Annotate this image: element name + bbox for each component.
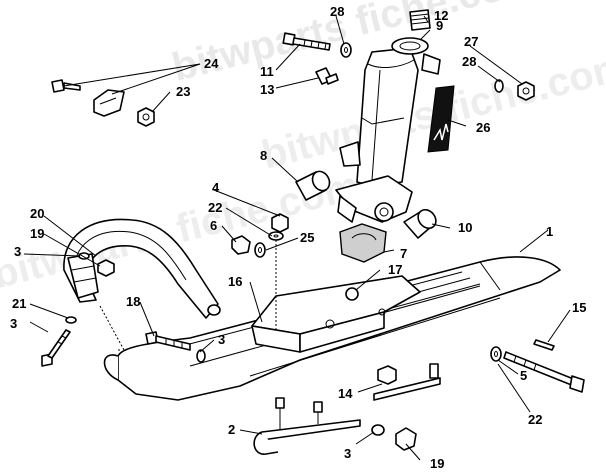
callout-3-bottom: 3 (344, 446, 351, 461)
washer-22-right (490, 346, 502, 362)
cotter-pin (533, 339, 555, 351)
washer-3-left (65, 316, 77, 324)
callout-13: 13 (260, 82, 274, 97)
callout-10: 10 (458, 220, 472, 235)
callout-22-right: 22 (528, 412, 542, 427)
callout-26: 26 (476, 120, 490, 135)
grease-fitting-part (409, 9, 431, 31)
nut-19-bottom (395, 427, 417, 451)
callout-1: 1 (546, 224, 553, 239)
callout-labels: 12 9 28 27 28 11 13 24 23 26 8 4 22 6 25… (10, 4, 586, 471)
callout-19-upper: 19 (30, 226, 44, 241)
callout-16: 16 (228, 274, 242, 289)
bolt-21 (41, 329, 71, 367)
nut-4 (271, 213, 289, 233)
callout-24: 24 (204, 56, 219, 71)
washer-3-bottom (371, 424, 385, 436)
washer-25 (254, 242, 266, 258)
ski-loop-handle-20 (63, 218, 221, 319)
callout-12: 12 (434, 8, 448, 23)
callout-17: 17 (388, 262, 402, 277)
callout-20: 20 (30, 206, 44, 221)
decal-part (427, 85, 455, 153)
callout-11: 11 (260, 64, 274, 79)
callout-18: 18 (126, 294, 140, 309)
callout-23: 23 (176, 84, 190, 99)
bolt-11 (282, 32, 331, 51)
bolt-13 (315, 67, 339, 85)
callout-14: 14 (338, 386, 353, 401)
callout-3-left: 21 (12, 296, 26, 311)
bushing-10 (403, 208, 437, 239)
callout-22-top: 22 (208, 200, 222, 215)
callout-15: 15 (572, 300, 586, 315)
nut-19-upper (97, 259, 115, 277)
nut-23 (137, 107, 155, 127)
bolt-24 (51, 79, 81, 93)
washer-3-mid (196, 349, 206, 363)
callout-8: 8 (260, 148, 267, 163)
spacer-block-7 (339, 223, 387, 263)
washer-28-top (340, 42, 352, 58)
nut-27 (517, 81, 535, 101)
leader-lines (23, 15, 571, 461)
runner-studs (373, 363, 441, 401)
washer-28-right (494, 79, 504, 93)
callout-27: 27 (464, 34, 478, 49)
callout-21: 3 (10, 316, 17, 331)
bushing-8 (295, 170, 331, 201)
callout-25: 25 (300, 230, 314, 245)
watermark-top: bitwparts fiche.com (168, 0, 543, 90)
callout-28-top: 28 (330, 4, 344, 19)
callout-2: 2 (228, 422, 235, 437)
washer-3-upper (78, 252, 90, 260)
callout-3-upper: 3 (14, 244, 21, 259)
callout-7: 7 (400, 246, 407, 261)
callout-28-right: 28 (462, 54, 476, 69)
callout-4: 4 (212, 180, 220, 195)
callout-5: 5 (520, 368, 527, 383)
callout-3-mid: 3 (218, 332, 225, 347)
nut-6 (231, 235, 251, 255)
callout-19-bottom: 19 (430, 456, 444, 471)
callout-9: 9 (436, 18, 443, 33)
spindle-part (335, 37, 441, 223)
callout-6: 6 (210, 218, 217, 233)
bolt-15 (503, 351, 585, 393)
bracket-part (93, 89, 125, 117)
